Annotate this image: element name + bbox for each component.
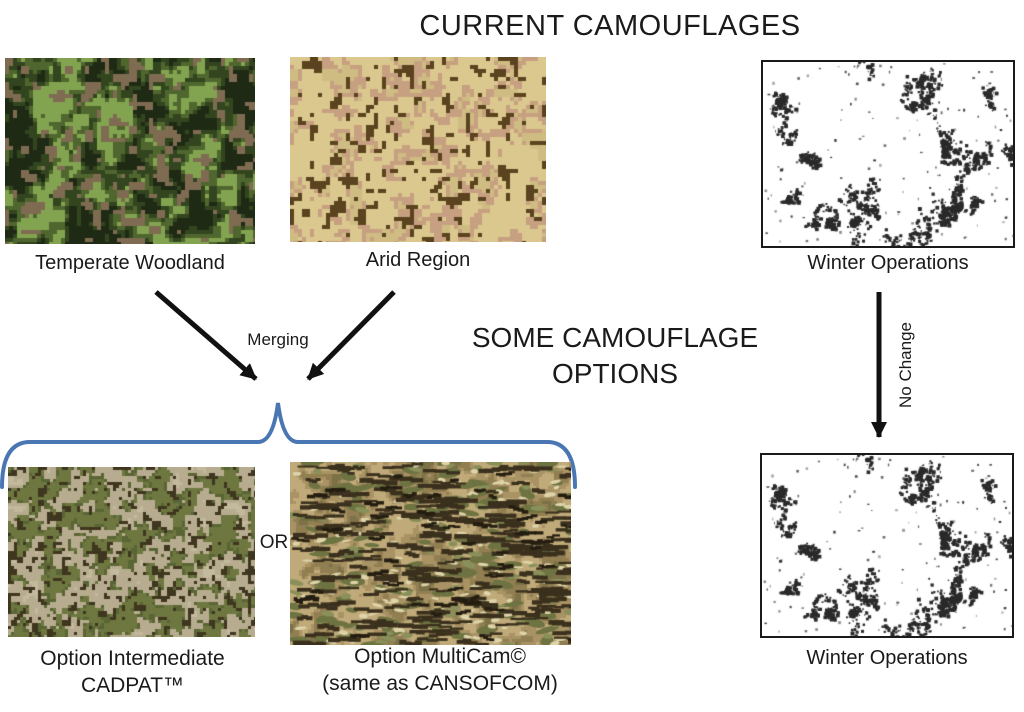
multicam-option-label: Option MultiCam© (same as CANSOFCOM): [285, 643, 595, 697]
arid-region-swatch: [290, 57, 546, 242]
winter-operations-top-box: [761, 60, 1015, 248]
options-subtitle-line1: SOME CAMOUFLAGE: [471, 322, 759, 353]
cadpat-option-swatch: [8, 467, 255, 637]
winter-operations-top-label: Winter Operations: [807, 252, 969, 274]
cadpat-option-label-line1: Option Intermediate: [40, 647, 225, 670]
winter-operations-top-swatch: [763, 62, 1013, 246]
multicam-option-label-line2: (same as CANSOFCOM): [322, 672, 558, 695]
temperate-woodland-swatch: [5, 58, 255, 244]
options-subtitle: SOME CAMOUFLAGE OPTIONS: [440, 320, 790, 392]
cadpat-option-label: Option Intermediate CADPAT™: [0, 645, 265, 699]
options-subtitle-line2: OPTIONS: [551, 358, 678, 389]
cadpat-option-label-line2: CADPAT™: [80, 674, 185, 697]
diagram-title: CURRENT CAMOUFLAGES: [419, 10, 801, 42]
or-label: OR: [259, 532, 289, 553]
multicam-option-swatch: [290, 462, 571, 645]
winter-operations-bottom-box: [760, 453, 1014, 638]
arid-region-label: Arid Region: [365, 249, 471, 271]
merging-label: Merging: [247, 330, 309, 349]
winter-operations-bottom-swatch: [762, 455, 1012, 636]
temperate-woodland-label: Temperate Woodland: [35, 252, 225, 274]
winter-operations-bottom-label: Winter Operations: [806, 647, 968, 669]
multicam-option-label-line1: Option MultiCam©: [354, 645, 526, 668]
no-change-label: No Change: [896, 322, 915, 409]
